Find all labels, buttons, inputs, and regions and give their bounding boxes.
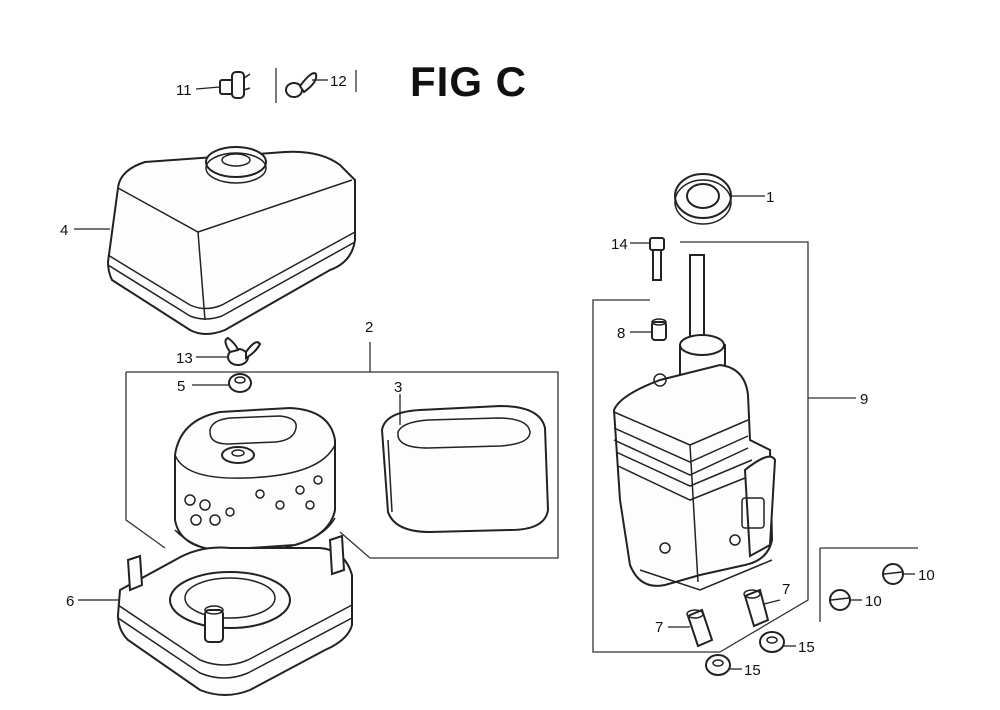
callout-7-left: 7 xyxy=(655,619,663,636)
callout-10-upper: 10 xyxy=(918,567,935,584)
nut-15-upper xyxy=(759,631,785,653)
pin-7-right xyxy=(743,588,770,628)
callout-13: 13 xyxy=(176,350,193,367)
air-cleaner-cover xyxy=(106,146,356,335)
callout-15-lower: 15 xyxy=(744,662,761,679)
callout-9: 9 xyxy=(860,391,868,408)
callout-1: 1 xyxy=(766,189,774,206)
grommet-10-lower xyxy=(829,589,851,611)
grommet-5 xyxy=(228,373,252,393)
callout-10-lower: 10 xyxy=(865,593,882,610)
callout-2: 2 xyxy=(365,319,373,336)
callout-15-upper: 15 xyxy=(798,639,815,656)
grommet-1 xyxy=(674,173,732,225)
callout-3: 3 xyxy=(394,379,402,396)
callout-6: 6 xyxy=(66,593,74,610)
callout-7-right: 7 xyxy=(782,581,790,598)
figure-title: FIG C xyxy=(410,58,527,105)
callout-12: 12 xyxy=(330,73,347,90)
pin-7-left xyxy=(686,608,714,648)
callout-5: 5 xyxy=(177,378,185,395)
paper-filter-element xyxy=(174,406,336,554)
wing-nut-13 xyxy=(224,336,262,366)
callout-14: 14 xyxy=(611,236,628,253)
wing-nut-12 xyxy=(285,72,318,98)
callout-11: 11 xyxy=(176,82,192,99)
callout-8: 8 xyxy=(617,325,625,342)
grommet-10-upper xyxy=(882,563,904,585)
bolt-14 xyxy=(649,237,665,281)
nut-15-lower xyxy=(705,654,731,676)
bolt-11 xyxy=(219,71,251,99)
collar-8 xyxy=(651,318,667,341)
air-cleaner-case-9 xyxy=(612,254,777,591)
foam-element-3 xyxy=(380,404,550,534)
air-cleaner-case-6 xyxy=(116,534,353,696)
callout-4: 4 xyxy=(60,222,68,239)
